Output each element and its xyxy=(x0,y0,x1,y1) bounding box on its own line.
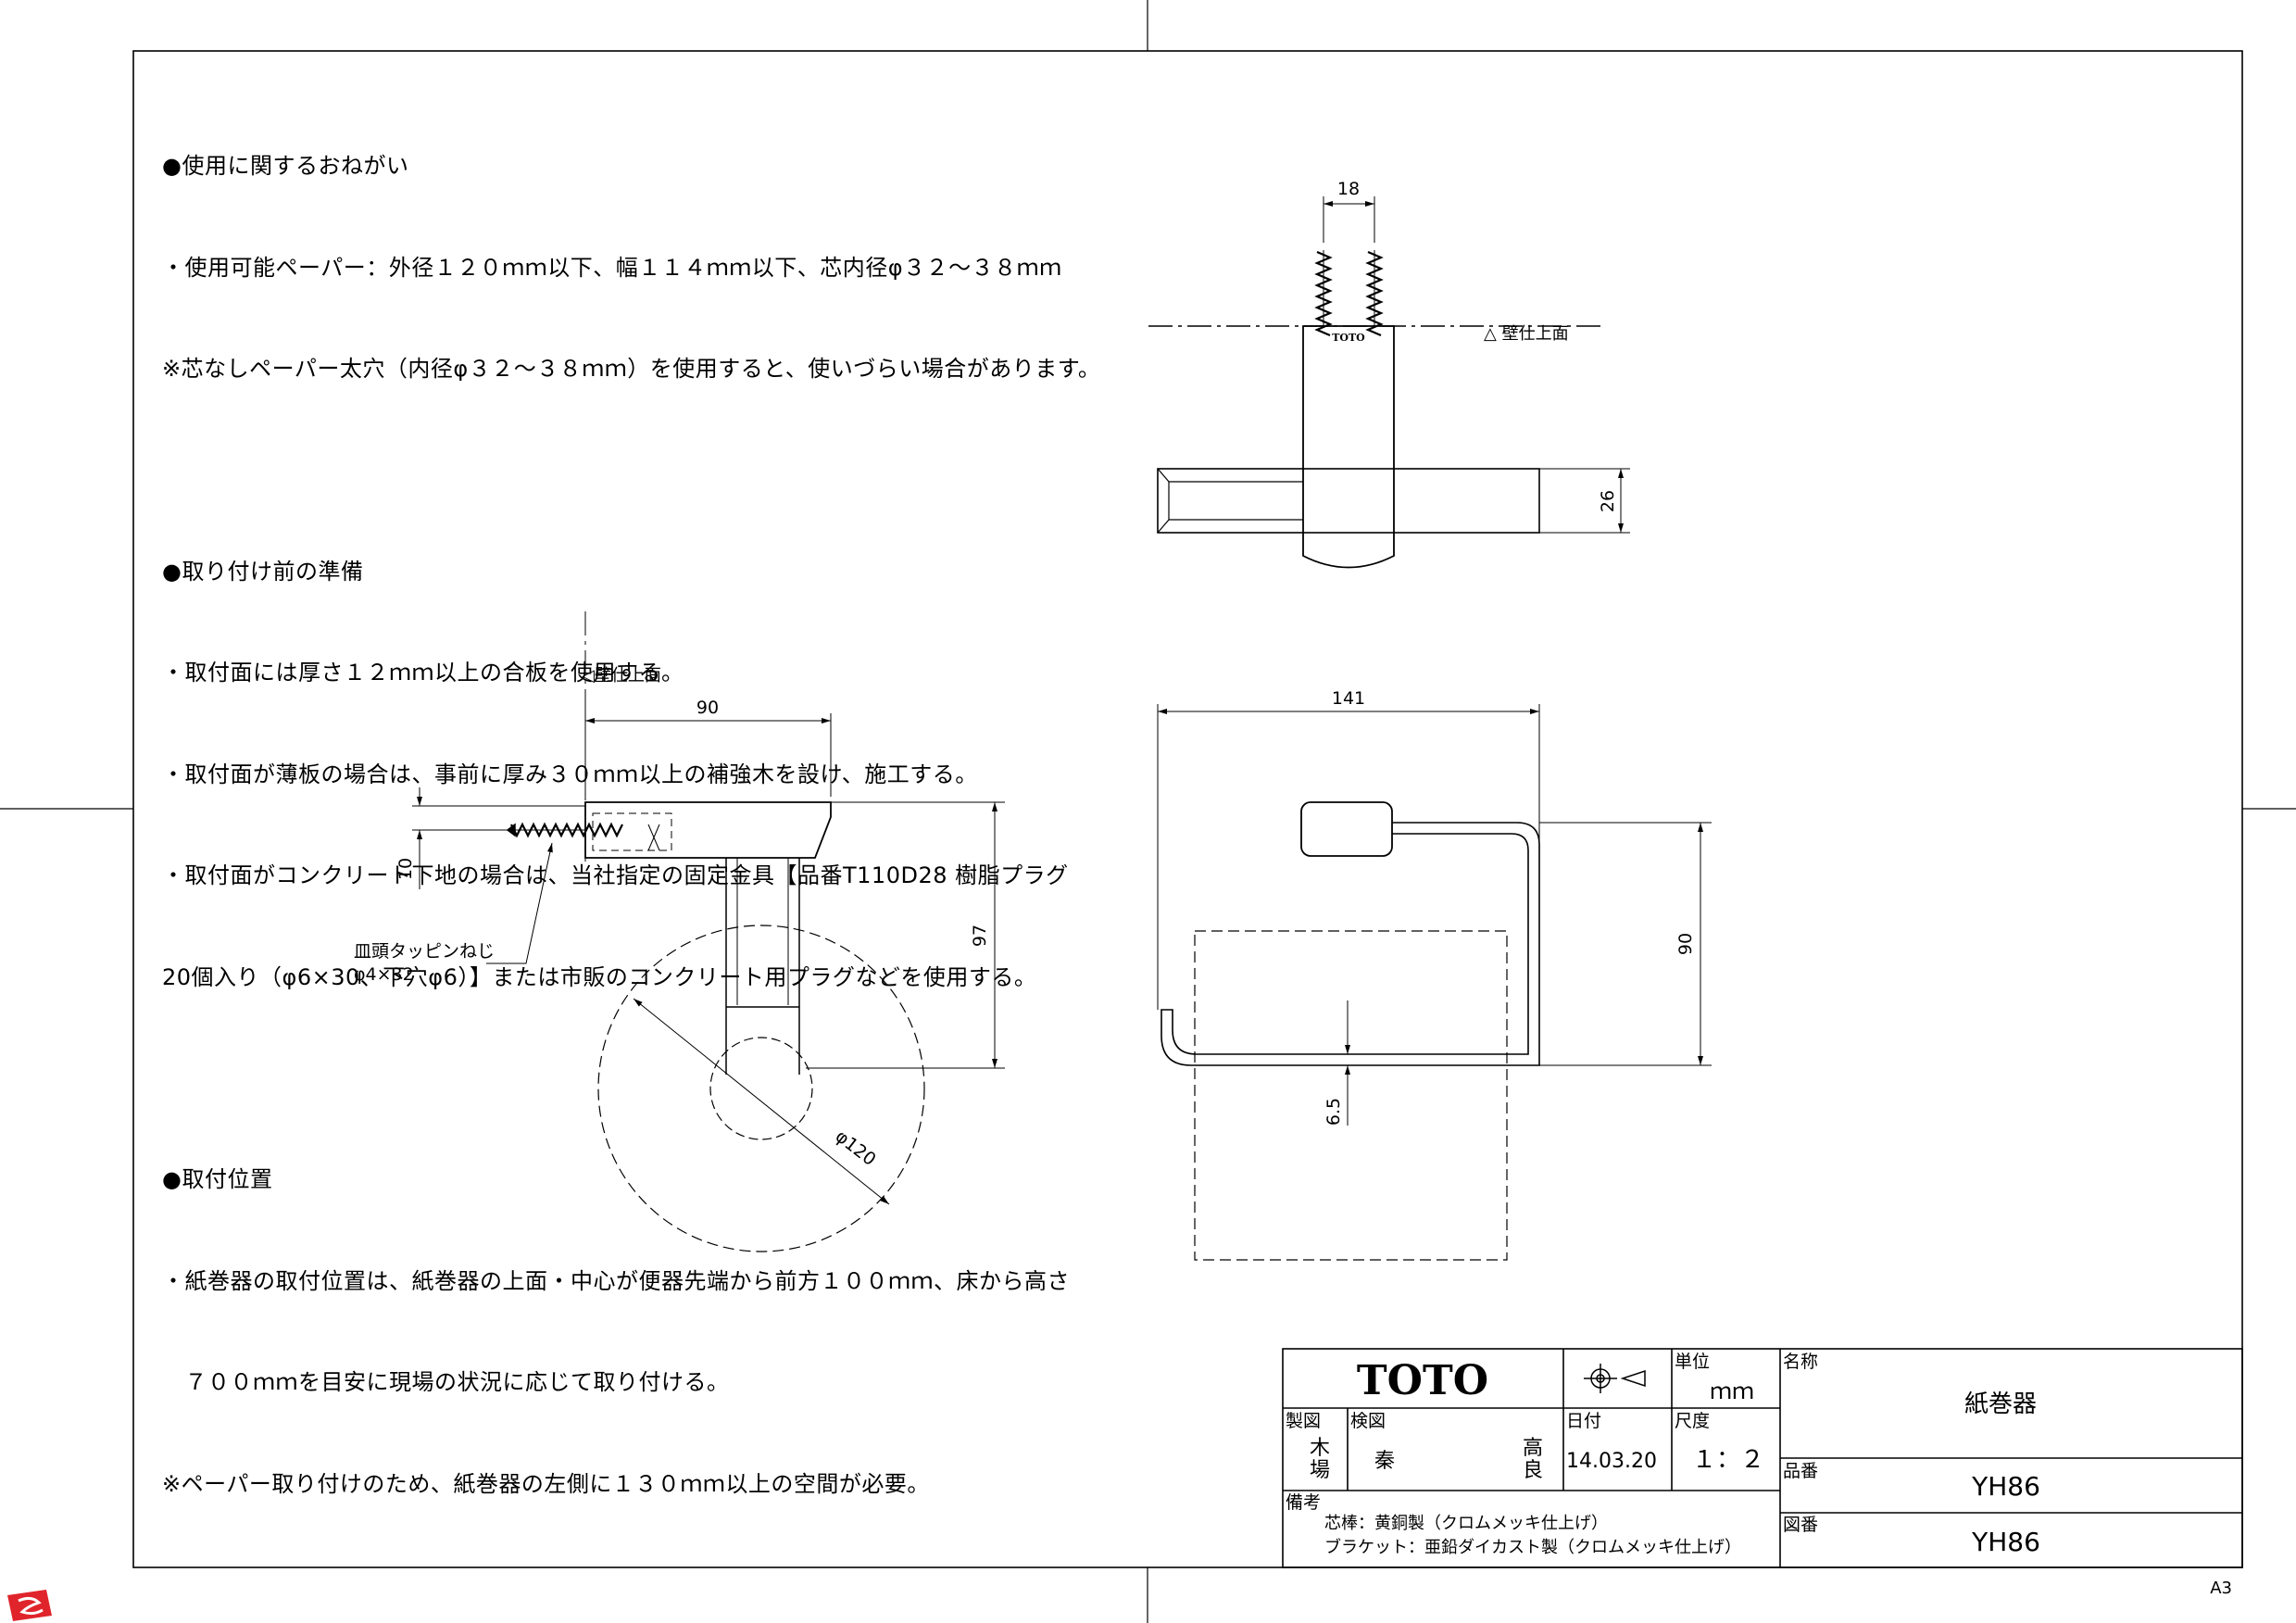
bracket-side-view xyxy=(584,801,832,859)
notes-position-line: ・紙巻器の取付位置は、紙巻器の上面・中心が便器先端から前方１００ｍｍ、床から高さ xyxy=(162,1267,1070,1294)
bracket-front-view xyxy=(1300,801,1393,857)
part-label: 品番 xyxy=(1783,1461,1818,1481)
approved-value-1: 高 xyxy=(1523,1437,1543,1460)
dim-front-height: 90 xyxy=(1675,933,1696,955)
name-label: 名称 xyxy=(1783,1352,1818,1372)
notes-preparation-line: ・取付面には厚さ１２ｍｍ以上の合板を使用する。 xyxy=(162,660,684,686)
brand-logo: TOTO xyxy=(1357,1357,1488,1404)
dim-side-height: 97 xyxy=(970,925,990,947)
sheet-border xyxy=(132,50,2243,1568)
spindle-top-view xyxy=(1157,468,1540,534)
remarks-label: 備考 xyxy=(1286,1492,1321,1513)
unit-label: 単位 xyxy=(1675,1352,1710,1372)
checked-value: 秦 xyxy=(1374,1450,1395,1473)
paper-roll-front xyxy=(1194,930,1508,1261)
dim-front-gap: 6.5 xyxy=(1324,1098,1344,1126)
notes-preparation-line: 20個入り（φ6×30、下穴φ6）】または市販のコンクリート用プラグなどを使用す… xyxy=(162,963,1037,990)
bracket-top-view xyxy=(1302,325,1395,569)
notes-usage-line: ※芯なしペーパー太穴（内径φ３２～３８ｍｍ）を使用すると、使いづらい場合がありま… xyxy=(162,356,1101,382)
dim-top-height: 26 xyxy=(1598,490,1618,512)
name-value: 紙巻器 xyxy=(1964,1390,2037,1418)
notes-preparation-line: ・取付面が薄板の場合は、事前に厚み３０ｍｍ以上の補強木を設け、施工する。 xyxy=(162,761,978,787)
notes-preparation-line: ・取付面がコンクリート下地の場合は、当社指定の固定金具【品番T110D28 樹脂… xyxy=(162,862,1069,888)
drawing-no-value: YH86 xyxy=(1971,1527,2040,1557)
dim-side-depth: 90 xyxy=(696,698,719,718)
top-view xyxy=(1148,196,1630,569)
unit-value: ｍｍ xyxy=(1710,1378,1754,1404)
title-block-lines xyxy=(1282,1348,2243,1568)
checked-label: 検図 xyxy=(1350,1411,1386,1431)
top-logo-text: TOTO xyxy=(1332,332,1365,344)
corner-logo-icon xyxy=(7,1590,52,1621)
notes-position: ●取付位置 ・紙巻器の取付位置は、紙巻器の上面・中心が便器先端から前方１００ｍｍ… xyxy=(162,1095,1162,1568)
part-value: YH86 xyxy=(1971,1471,2040,1502)
drawn-label: 製図 xyxy=(1286,1411,1321,1431)
remarks-line-1: 芯棒：黄銅製（クロムメッキ仕上げ） xyxy=(1324,1514,1608,1533)
dim-screw-offset: 10 xyxy=(395,858,416,880)
screw-top-left xyxy=(1314,250,1333,337)
dim-front-width: 141 xyxy=(1332,688,1365,709)
notes-usage-heading: ●使用に関するおねがい xyxy=(162,153,409,179)
notes-usage-line: ・使用可能ペーパー：外径１２０ｍｍ以下、幅１１４ｍｍ以下、芯内径φ３２～３８ｍｍ xyxy=(162,254,1062,281)
scale-label: 尺度 xyxy=(1675,1411,1710,1431)
front-view xyxy=(1157,704,1712,1261)
installation-notes: ●使用に関するおねがい ・使用可能ペーパー：外径１２０ｍｍ以下、幅１１４ｍｍ以下… xyxy=(162,82,1162,1602)
side-view xyxy=(412,611,1005,1252)
notes-usage: ●使用に関するおねがい ・使用可能ペーパー：外径１２０ｍｍ以下、幅１１４ｍｍ以下… xyxy=(162,82,1162,454)
date-label: 日付 xyxy=(1566,1411,1601,1431)
drawn-value-1: 木 xyxy=(1310,1437,1330,1460)
side-wall-label: ◁壁仕上面 xyxy=(582,666,661,686)
top-wall-label: △ 壁仕上面 xyxy=(1484,324,1569,344)
roll-outline xyxy=(597,925,925,1252)
notes-preparation-heading: ●取り付け前の準備 xyxy=(162,558,364,585)
sheet-size-label: A3 xyxy=(2210,1579,2232,1598)
approved-value-2: 良 xyxy=(1523,1459,1543,1482)
screw-top-right xyxy=(1365,250,1384,337)
spindle-front-view xyxy=(1161,822,1540,1066)
dim-screw-spacing: 18 xyxy=(1337,179,1360,199)
drawing-no-label: 図番 xyxy=(1783,1515,1818,1535)
date-value: 14.03.20 xyxy=(1566,1450,1657,1473)
scale-value: １：２ xyxy=(1692,1446,1764,1474)
notes-preparation: ●取り付け前の準備 ・取付面には厚さ１２ｍｍ以上の合板を使用する。 ・取付面が薄… xyxy=(162,487,1162,1063)
notes-position-heading: ●取付位置 xyxy=(162,1166,273,1192)
notes-position-line: ７００ｍｍを目安に現場の状況に応じて取り付ける。 xyxy=(162,1369,730,1395)
projection-symbol-icon xyxy=(1584,1364,1646,1393)
notes-position-line: ※ペーパー取り付けのため、紙巻器の左側に１３０ｍｍ以上の空間が必要。 xyxy=(162,1470,930,1497)
drawn-value-2: 場 xyxy=(1310,1459,1330,1482)
screw-label-size: φ4×32 xyxy=(354,964,414,985)
screw-label-name: 皿頭タッピンねじ xyxy=(354,941,495,962)
remarks-line-2: ブラケット：亜鉛ダイカスト製（クロムメッキ仕上げ） xyxy=(1324,1537,1741,1557)
